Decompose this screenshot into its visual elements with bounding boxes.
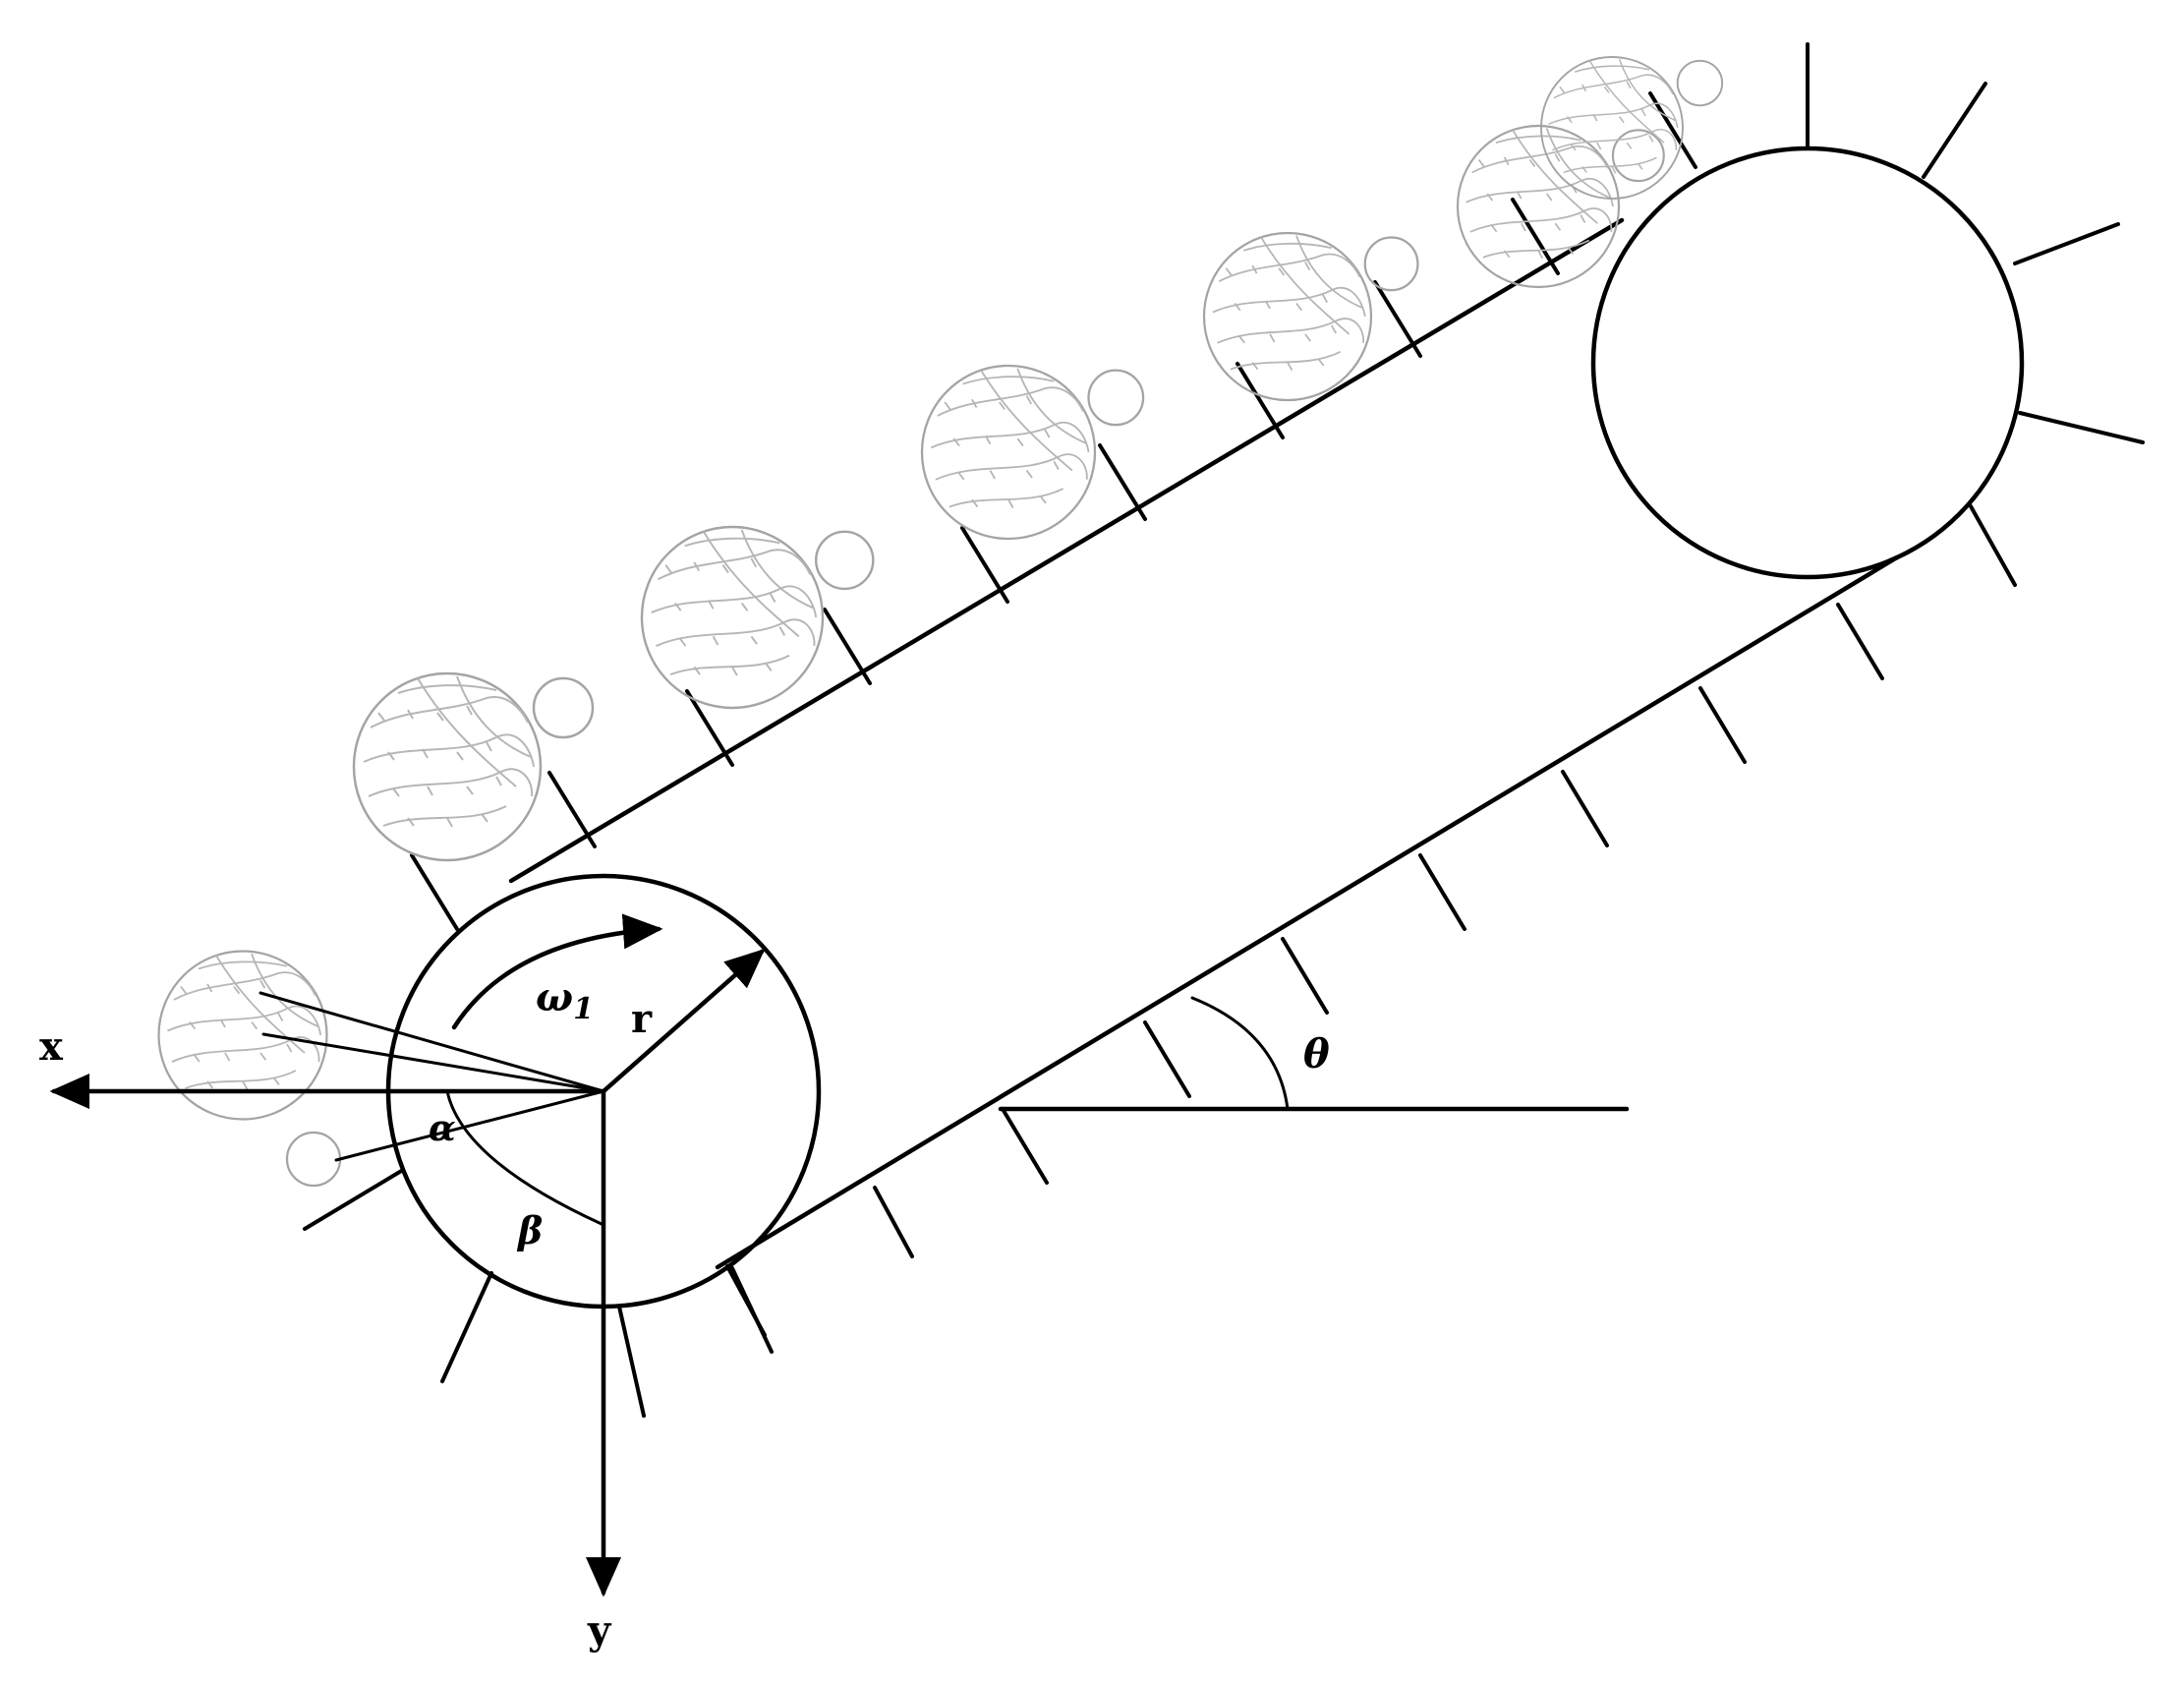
omega-label: ω1 [536, 974, 594, 1026]
cleat-lower-3 [1281, 937, 1329, 1015]
cleat-upper-4 [823, 608, 872, 685]
cleat-upper-10 [1648, 91, 1697, 169]
cleat-driven-pulley-4 [2018, 411, 2145, 444]
cleat-lower-5 [1561, 770, 1609, 847]
falling-fruit-icon [157, 950, 342, 1188]
radius-arrow [601, 949, 766, 1094]
cleat-upper-2 [547, 771, 597, 848]
alpha-label: α [429, 1108, 456, 1149]
fruits-on-belt [157, 56, 1724, 1188]
cleat-drive-pulley-1 [303, 1168, 405, 1231]
omega-arc-arrow [451, 913, 663, 1030]
belt-bottom-edge [715, 554, 1900, 1270]
cleat-lower-6 [1698, 686, 1747, 764]
watermelon-sketch-icon [920, 364, 1145, 541]
cleat-lower-4 [1418, 853, 1466, 931]
alpha-line-1 [259, 991, 605, 1093]
cleat-driven-pulley-3 [2013, 222, 2120, 265]
watermelon-sketch-icon [1202, 231, 1419, 402]
driven-pulley [1590, 146, 2025, 580]
cleat-drive-pulley-2 [440, 1271, 493, 1383]
radius-label: r [631, 996, 653, 1042]
watermelon-sketch-icon [1540, 56, 1724, 200]
cleat-upper-8 [1373, 280, 1422, 358]
cleat-lower-2 [1143, 1020, 1191, 1098]
cleat-driven-pulley-2 [1922, 82, 1987, 179]
belt-cleats [303, 42, 2145, 1418]
y-axis-label: y [587, 1607, 612, 1654]
cleat-upper-6 [1098, 443, 1147, 521]
belt-top-edge [508, 217, 1625, 884]
alpha-line-3 [334, 1089, 605, 1162]
theta-arc [1190, 996, 1290, 1111]
cleat-lower-7 [1836, 603, 1884, 680]
beta-arc [445, 1089, 603, 1226]
watermelon-sketch-icon [352, 671, 595, 862]
cleat-upper-1 [410, 853, 459, 931]
watermelon-sketch-icon [1456, 124, 1665, 289]
cleat-lower-1 [1001, 1107, 1049, 1185]
watermelon-sketch-icon [640, 525, 875, 710]
cleat-upper-7 [1236, 362, 1285, 439]
cleat-upper-5 [960, 526, 1009, 604]
x-axis-label: x [39, 1023, 64, 1070]
cleat-driven-pulley-5 [1969, 504, 2017, 587]
cleat-lower-8 [873, 1186, 914, 1258]
alpha-line-2 [261, 1032, 605, 1093]
cleat-drive-pulley-4 [617, 1305, 646, 1418]
cleat-upper-3 [685, 689, 734, 767]
beta-label: β [516, 1208, 543, 1252]
cleat-upper-9 [1511, 198, 1560, 275]
theta-label: θ [1303, 1031, 1330, 1077]
cleat-drive-pulley-5 [730, 1266, 774, 1354]
